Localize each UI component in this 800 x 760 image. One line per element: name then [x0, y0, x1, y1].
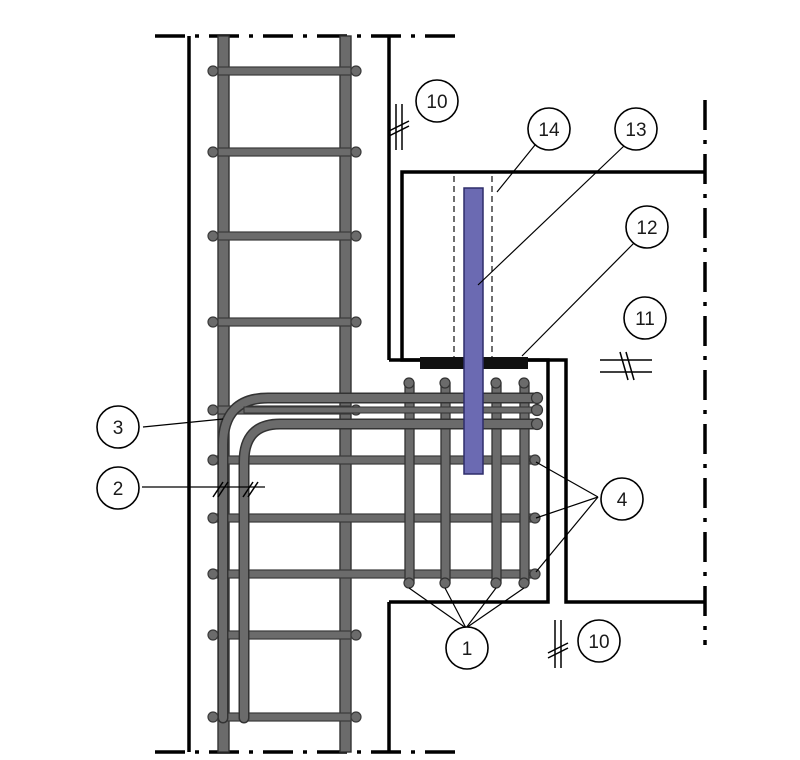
leader-lines — [142, 144, 636, 629]
callout-4-text: 4 — [617, 490, 628, 511]
callout-11: 11 — [623, 296, 667, 340]
corbel-stirrup-end — [529, 568, 541, 580]
callout-11-text: 11 — [635, 309, 655, 330]
dowel-sleeve — [453, 176, 493, 360]
callout-12: 12 — [625, 205, 669, 249]
column-stirrup-end — [207, 65, 219, 77]
column-stirrup-end — [207, 146, 219, 158]
corbel-bar-ends — [403, 377, 530, 589]
hooked-tension-bars — [217, 392, 541, 724]
callout-10-top-text: 10 — [426, 92, 447, 113]
callout-1: 1 — [445, 626, 489, 670]
callout-12-text: 12 — [636, 218, 657, 239]
corbel-stirrup-end — [207, 454, 219, 466]
callout-13-text: 13 — [625, 120, 646, 141]
corbel-stirrup-end — [207, 568, 219, 580]
corbel-stirrup — [212, 513, 536, 523]
callout-3-text: 3 — [113, 418, 124, 439]
column-outline — [187, 36, 391, 752]
column-stirrup — [217, 66, 352, 76]
callout-14-text: 14 — [538, 120, 560, 141]
column-stirrup-end — [207, 404, 219, 416]
column-stirrup-end — [350, 629, 362, 641]
column-stirrup-end — [207, 316, 219, 328]
column-stirrup — [217, 712, 352, 722]
beam-outline — [400, 170, 705, 604]
column-stirrup-end — [350, 65, 362, 77]
column-stirrup — [217, 317, 352, 327]
column-stirrup-end — [207, 629, 219, 641]
dowel-bar — [463, 187, 484, 475]
column-stirrup — [217, 630, 352, 640]
callout-14: 14 — [527, 107, 571, 151]
corbel-stirrup-end — [207, 512, 219, 524]
callout-3: 3 — [96, 405, 140, 449]
column-stirrup-end — [350, 146, 362, 158]
corbel-horizontal-bars — [207, 454, 541, 580]
callout-1-text: 1 — [462, 639, 473, 660]
callout-4: 4 — [600, 477, 644, 521]
column-stirrup — [217, 147, 352, 157]
corbel-stirrup-end — [529, 512, 541, 524]
column-break-lines — [155, 34, 707, 754]
corbel-stirrup — [212, 455, 536, 465]
column-stirrup-end — [350, 230, 362, 242]
corbel-stirrup — [212, 569, 536, 579]
column-stirrup-end — [207, 711, 219, 723]
joint-markers — [212, 104, 652, 668]
callout-10-top: 10 — [415, 79, 459, 123]
column-stirrup-end — [350, 316, 362, 328]
column-stirrup — [217, 231, 352, 241]
column-stirrups — [207, 65, 362, 723]
tension-bar-ends — [530, 391, 544, 431]
callout-2: 2 — [96, 466, 140, 510]
column-stirrup-end — [207, 230, 219, 242]
callout-13: 13 — [614, 107, 658, 151]
callout-2-text: 2 — [113, 479, 124, 500]
column-stirrup-end — [350, 711, 362, 723]
callout-10-bottom-text: 10 — [588, 632, 609, 653]
callout-10-bottom: 10 — [577, 619, 621, 663]
